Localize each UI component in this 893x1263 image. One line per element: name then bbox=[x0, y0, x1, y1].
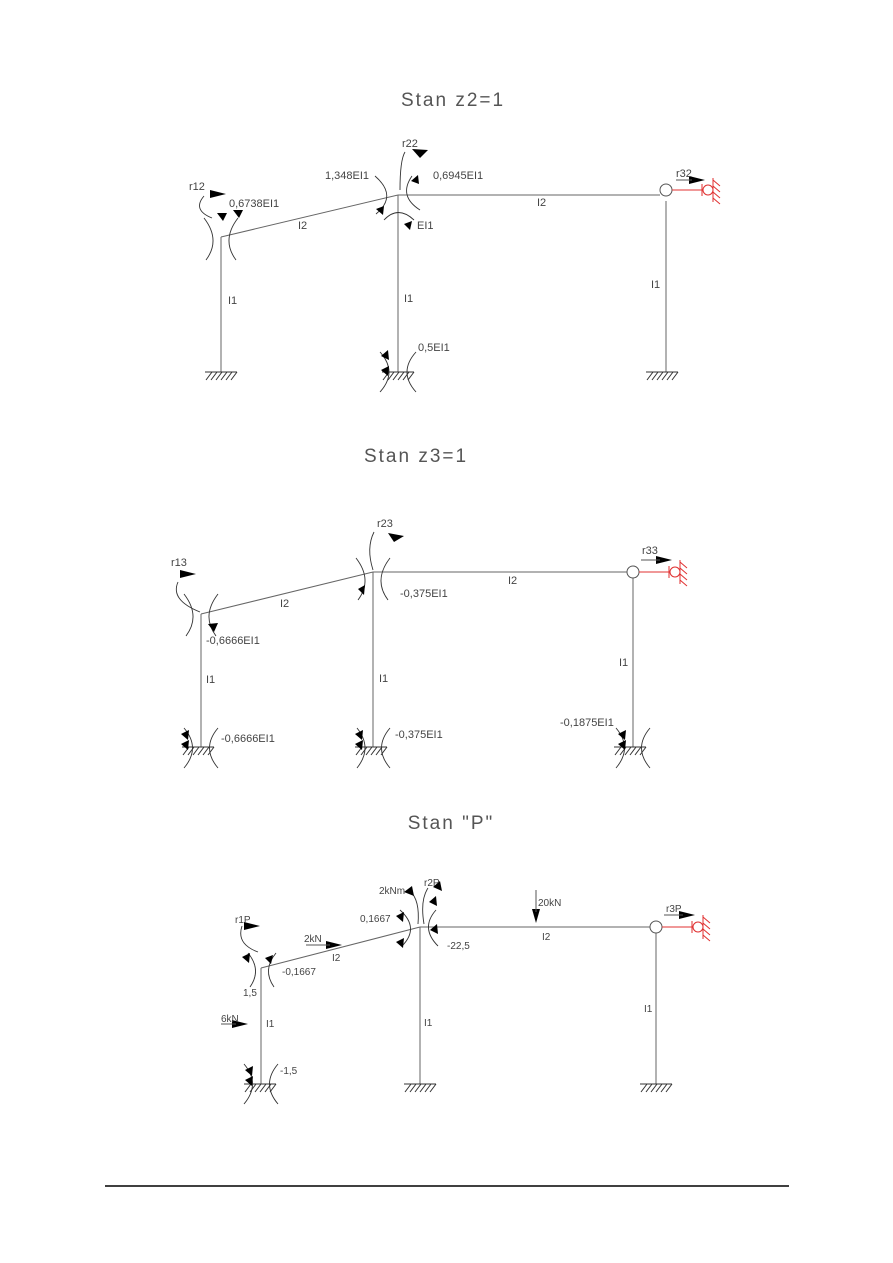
roller-support bbox=[638, 559, 688, 587]
moment-label: 1,348EI1 bbox=[325, 170, 369, 182]
moment-label: EI1 bbox=[417, 220, 434, 232]
roller-support bbox=[661, 914, 711, 942]
member-label: I2 bbox=[332, 953, 341, 964]
moment-label: -0,375EI1 bbox=[395, 729, 443, 741]
moment-label: -0,6666EI1 bbox=[206, 635, 260, 647]
moment-label: 0,1667 bbox=[360, 914, 391, 925]
load-label: 6kN bbox=[221, 1014, 239, 1025]
member-label: I2 bbox=[280, 598, 289, 610]
reaction-label: r1P bbox=[235, 915, 251, 926]
reaction-label: r32 bbox=[676, 168, 692, 180]
arrowheads bbox=[232, 881, 695, 1086]
reaction-label: r12 bbox=[189, 181, 205, 193]
member-label: I1 bbox=[379, 673, 388, 685]
frame bbox=[220, 183, 673, 372]
panel-title: Stan "P" bbox=[408, 813, 495, 834]
member-label: I2 bbox=[298, 220, 307, 232]
load-label: 20kN bbox=[538, 898, 561, 909]
moment-label: -22,5 bbox=[447, 941, 470, 952]
moment-label: -1,5 bbox=[280, 1066, 298, 1077]
member-label: I1 bbox=[266, 1019, 275, 1030]
member-label: I1 bbox=[619, 657, 628, 669]
load-label: 2kNm bbox=[379, 886, 405, 897]
member-label: I2 bbox=[537, 197, 546, 209]
arrowheads bbox=[180, 533, 672, 750]
fixed-support bbox=[639, 1083, 673, 1093]
reaction-label: r22 bbox=[402, 138, 418, 150]
moment-label: -0,375EI1 bbox=[400, 588, 448, 600]
member-label: I1 bbox=[404, 293, 413, 305]
reaction-label: r13 bbox=[171, 557, 187, 569]
reaction-label: r3P bbox=[666, 904, 682, 915]
fixed-support bbox=[204, 371, 238, 381]
reaction-label: r2P bbox=[424, 878, 440, 889]
moment-arcs bbox=[240, 887, 439, 1105]
frame bbox=[260, 920, 663, 1084]
member-label: I1 bbox=[644, 1004, 653, 1015]
panel-z2: Stan z2=1 bbox=[189, 90, 721, 393]
member-label: I1 bbox=[206, 674, 215, 686]
moment-label: 1,5 bbox=[243, 988, 257, 999]
fixed-support bbox=[403, 1083, 437, 1093]
moment-label: 0,6738EI1 bbox=[229, 198, 279, 210]
member-label: I1 bbox=[424, 1018, 433, 1029]
member-label: I1 bbox=[228, 295, 237, 307]
frame bbox=[200, 565, 640, 747]
arrowheads bbox=[210, 149, 705, 376]
panel-p: Stan "P" bbox=[221, 813, 711, 1105]
member-label: I2 bbox=[508, 575, 517, 587]
moment-label: 0,6945EI1 bbox=[433, 170, 483, 182]
moment-label: -0,6666EI1 bbox=[221, 733, 275, 745]
fixed-support bbox=[243, 1083, 277, 1093]
moment-arcs bbox=[199, 151, 421, 393]
moment-label: -0,1875EI1 bbox=[560, 717, 614, 729]
panel-title: Stan z2=1 bbox=[401, 90, 505, 111]
load-label: 2kN bbox=[304, 934, 322, 945]
reaction-label: r33 bbox=[642, 545, 658, 557]
fixed-support bbox=[645, 371, 679, 381]
moment-label: 0,5EI1 bbox=[418, 342, 450, 354]
member-label: I2 bbox=[542, 932, 551, 943]
panel-z3: Stan z3=1 bbox=[171, 446, 688, 769]
member-label: I1 bbox=[651, 279, 660, 291]
moment-label: -0,1667 bbox=[282, 967, 316, 978]
panel-title: Stan z3=1 bbox=[364, 446, 468, 467]
reaction-label: r23 bbox=[377, 518, 393, 530]
